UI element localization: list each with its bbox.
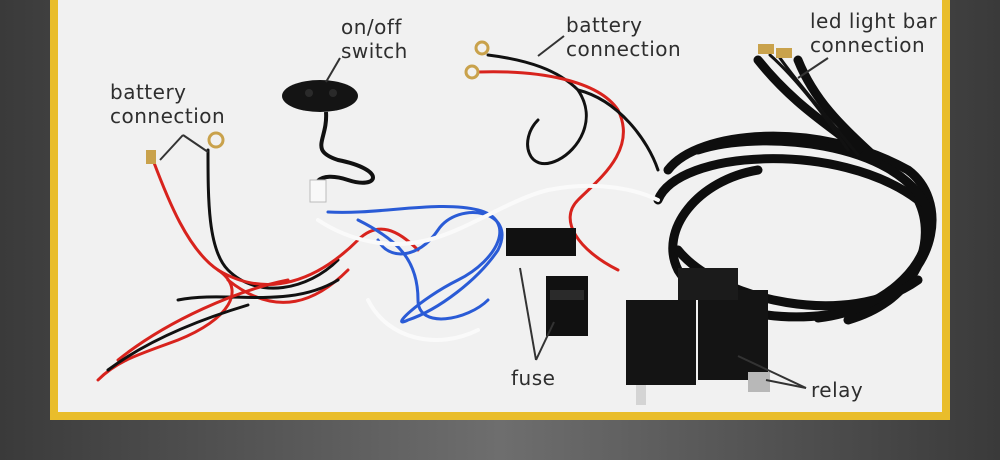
relay [626, 268, 770, 405]
battery-terminals-top [464, 40, 490, 80]
led-bar-line2: connection [810, 33, 926, 57]
battery-top-line2: connection [566, 37, 682, 61]
battery-left-line1: battery [110, 80, 187, 104]
wiring-harness-photo: battery connection on/off switch battery… [58, 0, 942, 412]
fuse-holder [506, 228, 588, 336]
battery-top-line1: battery [566, 13, 643, 37]
on-off-switch [282, 80, 375, 203]
switch-line2: switch [341, 39, 408, 63]
relay-label: relay [811, 378, 864, 402]
battery-connection-top-label: battery connection [566, 13, 681, 61]
fuse-label: fuse [511, 366, 556, 390]
battery-terminals-left [146, 131, 225, 164]
battery-connection-left-label: battery connection [110, 80, 225, 128]
switch-line1: on/off [341, 15, 402, 39]
led-bar-terminals [758, 44, 792, 58]
harness-illustration [96, 35, 937, 405]
pointer-lines [159, 35, 829, 389]
led-bar-line1: led light bar [810, 9, 938, 33]
battery-left-line2: connection [110, 104, 226, 128]
led-bar-connection-label: led light bar connection [810, 9, 937, 57]
switch-label: on/off switch [341, 15, 408, 63]
